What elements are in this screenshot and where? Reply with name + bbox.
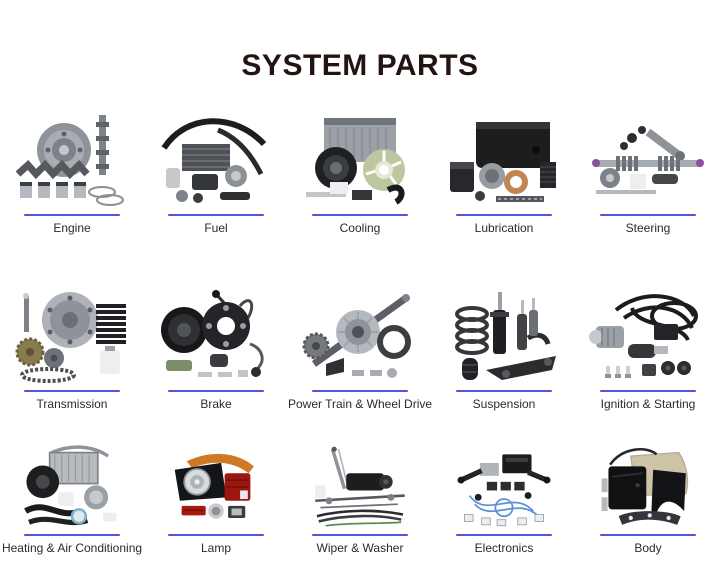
accent-underline <box>600 214 696 217</box>
category-cell-lubrication[interactable]: Lubrication <box>432 106 576 236</box>
category-label: Electronics <box>474 541 534 556</box>
accent-underline <box>24 390 120 393</box>
category-cell-heating-ac[interactable]: Heating & Air Conditioning <box>0 442 144 556</box>
accent-underline <box>24 534 120 537</box>
cooling-image <box>297 106 423 210</box>
accent-underline <box>168 214 264 217</box>
power-train-image <box>297 282 423 386</box>
engine-image <box>9 106 135 210</box>
ignition-image <box>585 282 711 386</box>
wiper-washer-parts-image <box>315 446 405 527</box>
category-cell-fuel[interactable]: Fuel <box>144 106 288 236</box>
accent-underline <box>312 390 408 393</box>
category-label: Transmission <box>36 397 108 412</box>
category-cell-power-train[interactable]: Power Train & Wheel Drive <box>288 282 432 412</box>
category-label: Steering <box>625 221 671 236</box>
category-cell-steering[interactable]: Steering <box>576 106 720 236</box>
accent-underline <box>168 534 264 537</box>
steering-rack-parts-image <box>592 126 704 195</box>
category-label: Cooling <box>339 221 381 236</box>
transmission-parts-image <box>15 292 126 384</box>
accent-underline <box>456 214 552 217</box>
electronics-image <box>444 442 564 530</box>
category-cell-ignition[interactable]: Ignition & Starting <box>576 282 720 412</box>
category-label: Lamp <box>200 541 232 556</box>
parts-grid-row-2: Transmission Brake <box>0 282 720 412</box>
power-train-parts-image <box>302 294 411 379</box>
page-title: SYSTEM PARTS <box>241 49 479 83</box>
accent-underline <box>456 390 552 393</box>
lamp-parts-image <box>174 453 254 519</box>
accent-underline <box>312 534 408 537</box>
category-label: Body <box>634 541 662 556</box>
lamp-image <box>156 442 276 530</box>
brake-parts-image <box>161 290 264 378</box>
category-label: Heating & Air Conditioning <box>1 541 143 556</box>
fuel-image <box>153 106 279 210</box>
category-cell-transmission[interactable]: Transmission <box>0 282 144 412</box>
electronics-parts-image <box>457 454 551 527</box>
body-image <box>588 442 708 530</box>
lubrication-image <box>441 106 567 210</box>
suspension-image <box>441 282 567 386</box>
cooling-system-parts-image <box>306 118 405 205</box>
category-label: Lubrication <box>474 221 534 236</box>
lubrication-parts-image <box>450 122 556 203</box>
steering-image <box>585 106 711 210</box>
category-cell-wiper[interactable]: Wiper & Washer <box>288 442 432 556</box>
category-cell-engine[interactable]: Engine <box>0 106 144 236</box>
accent-underline <box>600 534 696 537</box>
parts-grid-row-1: Engine Fuel <box>0 106 720 236</box>
category-label: Wiper & Washer <box>316 541 404 556</box>
category-label: Engine <box>53 221 91 236</box>
accent-underline <box>600 390 696 393</box>
brake-image <box>153 282 279 386</box>
heating-ac-image <box>12 442 132 530</box>
category-label: Fuel <box>204 221 228 236</box>
body-panel-parts-image <box>601 448 689 525</box>
heating-ac-parts-image <box>24 445 117 526</box>
accent-underline <box>168 390 264 393</box>
category-label: Brake <box>200 397 232 412</box>
fuel-system-parts-image <box>161 118 267 204</box>
category-cell-cooling[interactable]: Cooling <box>288 106 432 236</box>
suspension-parts-image <box>455 292 556 381</box>
category-cell-body[interactable]: Body <box>576 442 720 556</box>
wiper-image <box>300 442 420 530</box>
parts-grid-row-3: Heating & Air Conditioning Lamp <box>0 442 720 556</box>
accent-underline <box>312 214 408 217</box>
category-label: Suspension <box>472 397 536 412</box>
category-label: Ignition & Starting <box>600 397 696 412</box>
ignition-starting-parts-image <box>589 294 698 379</box>
category-cell-suspension[interactable]: Suspension <box>432 282 576 412</box>
category-cell-brake[interactable]: Brake <box>144 282 288 412</box>
accent-underline <box>456 534 552 537</box>
accent-underline <box>24 214 120 217</box>
transmission-image <box>9 282 135 386</box>
category-cell-electronics[interactable]: Electronics <box>432 442 576 556</box>
category-cell-lamp[interactable]: Lamp <box>144 442 288 556</box>
engine-parts-image <box>15 115 124 207</box>
category-label: Power Train & Wheel Drive <box>287 397 433 412</box>
